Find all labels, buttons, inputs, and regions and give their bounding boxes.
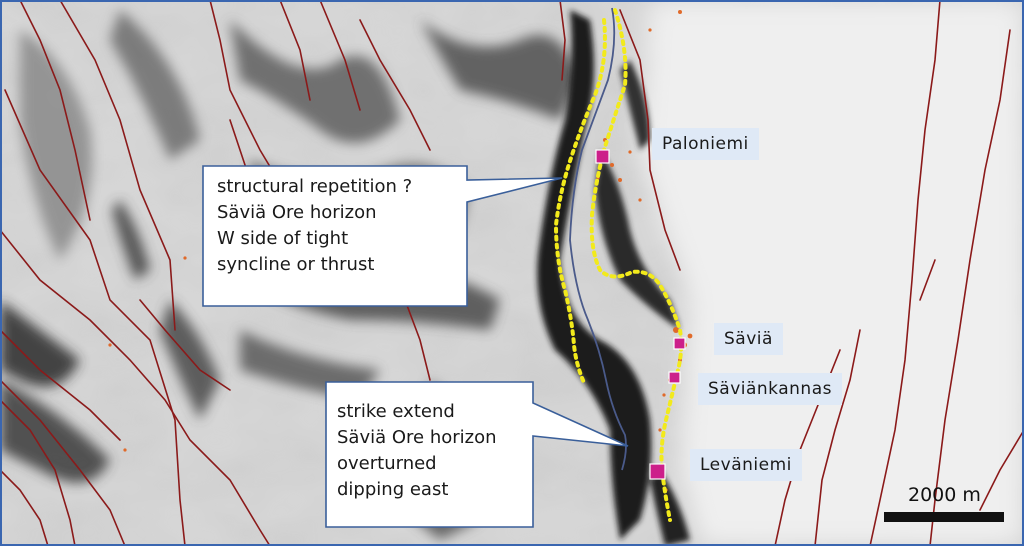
callout-line: W side of tight: [217, 228, 349, 249]
callout-line: dipping east: [337, 479, 449, 500]
savia-marker: [673, 337, 686, 350]
callout-box-structural-repetition: [202, 165, 563, 307]
place-label-savia: Säviä: [714, 323, 783, 355]
callout-line: Säviä Ore horizon: [337, 427, 497, 448]
saviankannas-marker: [668, 371, 681, 384]
place-label-levaniemi: Leväniemi: [690, 449, 802, 481]
fold-axis-line: [569, 7, 627, 471]
levaniemi-marker: [649, 463, 666, 480]
callout-line: Säviä Ore horizon: [217, 202, 377, 223]
callout-line: structural repetition ?: [217, 176, 413, 197]
ore-horizon-west-repetition: [553, 18, 607, 387]
place-label-paloniemi: Paloniemi: [652, 128, 759, 160]
callout-structural-repetition: structural repetition ? Säviä Ore horizo…: [217, 174, 412, 278]
paloniemi-marker: [595, 149, 610, 164]
ore-horizon-east: [589, 8, 684, 522]
callout-line: strike extend: [337, 401, 455, 422]
mine-markers: [595, 149, 686, 480]
callout-line: syncline or thrust: [217, 254, 375, 275]
scale-bar-label: 2000 m: [908, 484, 981, 506]
callout-line: overturned: [337, 453, 437, 474]
callout-box-strike-extend: [325, 381, 629, 528]
dark-magnetic-band: [537, 10, 690, 546]
callout-strike-extend: strike extend Säviä Ore horizon overturn…: [337, 399, 497, 503]
place-label-saviankannas: Säviänkannas: [698, 373, 842, 405]
scale-bar: [884, 512, 1004, 522]
